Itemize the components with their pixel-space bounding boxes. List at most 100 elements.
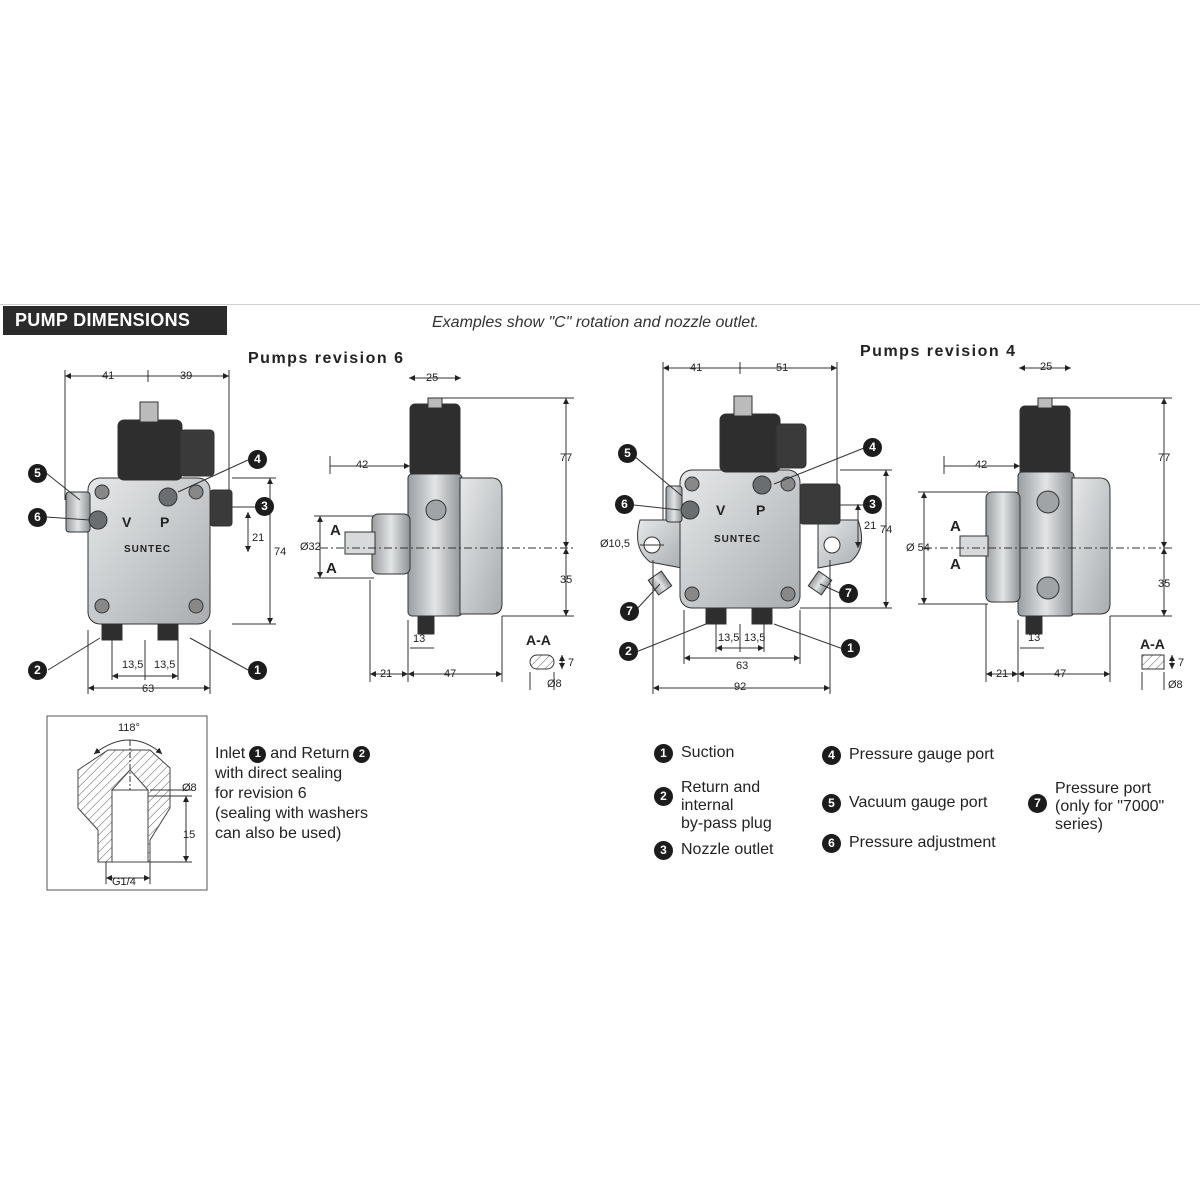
detail-dim-118: 118° xyxy=(118,722,140,734)
legend-item-7: 7 Pressure port (only for "7000" series) xyxy=(1028,780,1164,834)
legend-item-3: 3 Nozzle outlet xyxy=(654,841,774,860)
subtitle: Examples show "C" rotation and nozzle ou… xyxy=(432,314,760,331)
legend-text-7: Pressure port (only for "7000" series) xyxy=(1055,780,1165,833)
rev4-dim-21: 21 xyxy=(864,520,877,532)
rev6-side-dim-47: 47 xyxy=(444,668,457,680)
rev4-aa-dim-7: 7 xyxy=(1178,657,1185,669)
rev4-callout-6: 6 xyxy=(615,495,634,514)
inlet-detail xyxy=(46,715,208,891)
rev6-section-mark-bottom: A xyxy=(326,560,337,577)
legend-callout-4: 4 xyxy=(822,746,841,765)
rev4-callout-7-right: 7 xyxy=(839,584,858,603)
rev4-dim-74: 74 xyxy=(880,524,893,536)
rev6-side-dim-13: 13 xyxy=(413,633,426,645)
rev4-front-view xyxy=(633,362,892,694)
rev6-dim-74: 74 xyxy=(274,546,287,558)
rev6-callout-2: 2 xyxy=(28,661,47,680)
rev4-aa-title: A-A xyxy=(1140,636,1165,652)
rev6-side-dim-d32: Ø32 xyxy=(300,541,321,553)
rev4-dim-51: 51 xyxy=(776,362,789,374)
rev4-side-dim-42: 42 xyxy=(975,459,988,471)
rev6-aa-dim-d8: Ø8 xyxy=(547,678,562,690)
inlet-note-inlet: Inlet xyxy=(215,745,246,762)
rev6-label-p: P xyxy=(160,514,170,530)
rev6-title: Pumps revision 6 xyxy=(248,350,405,367)
legend-callout-5: 5 xyxy=(822,794,841,813)
rev6-dim-13-5-a: 13,5 xyxy=(122,659,144,671)
legend-item-6: 6 Pressure adjustment xyxy=(822,834,996,853)
rev6-dim-63: 63 xyxy=(142,683,155,695)
rev6-callout-6: 6 xyxy=(28,508,47,527)
rev6-front-view xyxy=(45,370,276,694)
rev6-callout-5: 5 xyxy=(28,464,47,483)
rev4-dim-41: 41 xyxy=(690,362,703,374)
rev6-brand: SUNTEC xyxy=(124,544,172,555)
rev4-aa-dim-d8: Ø8 xyxy=(1168,679,1183,691)
inlet-note-line-3: for revision 6 xyxy=(215,785,307,802)
section-title: PUMP DIMENSIONS xyxy=(3,306,227,335)
rev6-aa-title: A-A xyxy=(526,632,551,648)
legend-callout-3: 3 xyxy=(654,841,673,860)
rev4-side-view xyxy=(918,365,1172,682)
inlet-note-line-2: with direct sealing xyxy=(215,765,343,782)
rev6-side-dim-35: 35 xyxy=(560,574,573,586)
rev4-callout-2: 2 xyxy=(619,642,638,661)
rev6-dim-39: 39 xyxy=(180,370,193,382)
rev4-side-dim-d54: Ø 54 xyxy=(906,542,930,554)
detail-dim-15: 15 xyxy=(183,829,196,841)
rev4-callout-7-left: 7 xyxy=(620,602,639,621)
legend-callout-6: 6 xyxy=(822,834,841,853)
rev6-side-dim-42: 42 xyxy=(356,459,369,471)
rev6-dim-21: 21 xyxy=(252,532,265,544)
rev6-section-aa xyxy=(529,654,565,690)
rev4-section-mark-bottom: A xyxy=(950,556,961,573)
legend-text-6: Pressure adjustment xyxy=(849,834,996,851)
rev6-side-dim-21: 21 xyxy=(380,668,393,680)
legend-item-1: 1 Suction xyxy=(654,744,734,763)
rev4-label-p: P xyxy=(756,502,766,518)
legend-callout-1: 1 xyxy=(654,744,673,763)
rev4-dim-d10-5: Ø10,5 xyxy=(600,538,630,550)
rev6-aa-dim-7: 7 xyxy=(568,657,575,669)
legend-item-4: 4 Pressure gauge port xyxy=(822,746,994,765)
rev6-dim-41: 41 xyxy=(102,370,115,382)
legend-text-5: Vacuum gauge port xyxy=(849,794,988,811)
rev6-dim-13-5-b: 13,5 xyxy=(154,659,176,671)
inlet-note-callout-1: 1 xyxy=(249,745,267,763)
rev6-callout-1: 1 xyxy=(248,661,267,680)
rev4-dim-13-5-a: 13,5 xyxy=(718,632,740,644)
legend-callout-2: 2 xyxy=(654,787,673,806)
rev4-side-dim-21: 21 xyxy=(996,668,1009,680)
rev4-callout-4: 4 xyxy=(863,438,882,457)
rev4-side-dim-77: 77 xyxy=(1158,452,1171,464)
rev4-callout-3: 3 xyxy=(863,495,882,514)
rev6-side-dim-25: 25 xyxy=(426,372,439,384)
rev4-section-mark-top: A xyxy=(950,518,961,535)
legend-callout-7: 7 xyxy=(1028,794,1047,813)
rev4-title: Pumps revision 4 xyxy=(860,343,1017,360)
rev4-dim-13-5-b: 13,5 xyxy=(744,632,766,644)
inlet-note-line-4: (sealing with washers xyxy=(215,805,368,822)
rev6-callout-4: 4 xyxy=(248,450,267,469)
inlet-note-return: and Return xyxy=(270,745,350,762)
legend-text-4: Pressure gauge port xyxy=(849,746,994,763)
rev4-side-dim-13: 13 xyxy=(1028,632,1041,644)
rev4-side-dim-25: 25 xyxy=(1040,361,1053,373)
rev4-dim-63: 63 xyxy=(736,660,749,672)
rev6-callout-3: 3 xyxy=(255,497,274,516)
rev6-section-mark-top: A xyxy=(330,522,341,539)
rev6-side-view xyxy=(314,375,574,682)
legend-item-2: 2 Return and internal by-pass plug xyxy=(654,779,772,833)
rev4-dim-92: 92 xyxy=(734,681,747,693)
legend-text-1: Suction xyxy=(681,744,735,761)
rev4-brand: SUNTEC xyxy=(714,534,762,545)
inlet-note-callout-2: 2 xyxy=(353,745,371,763)
detail-dim-g1-4: G1/4 xyxy=(112,876,136,888)
rev4-side-dim-35: 35 xyxy=(1158,578,1171,590)
rev4-section-aa xyxy=(1141,654,1175,690)
rev6-label-v: V xyxy=(122,514,132,530)
legend-text-3: Nozzle outlet xyxy=(681,841,774,858)
legend-item-5: 5 Vacuum gauge port xyxy=(822,794,987,813)
inlet-note-line-5: can also be used) xyxy=(215,825,342,842)
